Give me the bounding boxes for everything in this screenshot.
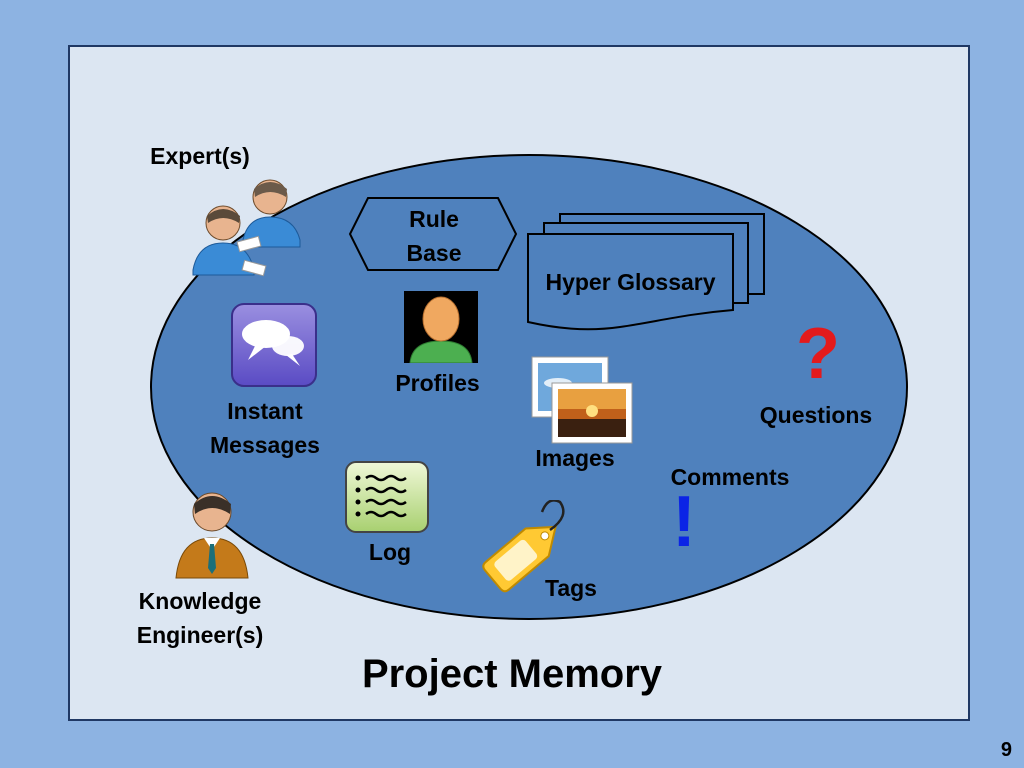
exclamation-mark: ! [672, 482, 696, 562]
rule-base-hexagon [348, 197, 518, 271]
questions-label: Questions [759, 402, 873, 428]
chat-bubbles-icon [231, 303, 317, 387]
comments-label: Comments [670, 464, 790, 490]
images-label: Images [535, 445, 615, 471]
knowledge-engineer-label-1: Knowledge [138, 588, 262, 614]
rule-base-label-1: Rule [409, 206, 459, 232]
experts-icon [192, 179, 301, 277]
knowledge-engineer-label-2: Engineer(s) [136, 622, 264, 648]
tag-icon [482, 500, 565, 593]
log-label: Log [368, 539, 412, 565]
experts-label: Expert(s) [150, 143, 250, 169]
profiles-label: Profiles [395, 370, 480, 396]
profile-icon [404, 291, 478, 363]
hyper-glossary-label: Hyper Glossary [545, 269, 716, 295]
instant-messages-label-2: Messages [210, 432, 320, 458]
question-mark: ? [796, 314, 840, 394]
images-icon [531, 356, 633, 444]
instant-messages-label-1: Instant [227, 398, 303, 424]
engineer-icon [175, 492, 249, 579]
page-number: 9 [1000, 739, 1012, 761]
rule-base-label-2: Base [406, 240, 462, 266]
tags-label: Tags [545, 575, 597, 601]
document-stack-icon [527, 213, 765, 331]
log-icon [345, 461, 429, 533]
diagram-title: Project Memory [361, 652, 663, 696]
